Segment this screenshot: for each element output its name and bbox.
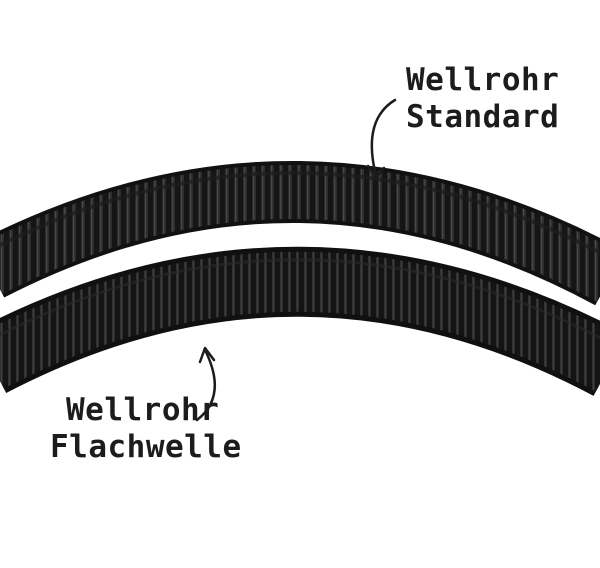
corrugated-tube-flachwelle: [0, 246, 600, 396]
arrow-icon: [195, 346, 217, 422]
label-line: Wellrohr: [66, 392, 220, 428]
label-line: Wellrohr: [406, 62, 560, 98]
label-wellrohr-standard: Wellrohr Standard: [406, 62, 559, 136]
label-wellrohr-flachwelle: Wellrohr Flachwelle: [50, 392, 242, 466]
label-line: Flachwelle: [50, 429, 242, 466]
corrugated-tube-standard: [0, 161, 600, 306]
arrow-icon: [366, 98, 397, 180]
label-line: Standard: [406, 99, 560, 136]
